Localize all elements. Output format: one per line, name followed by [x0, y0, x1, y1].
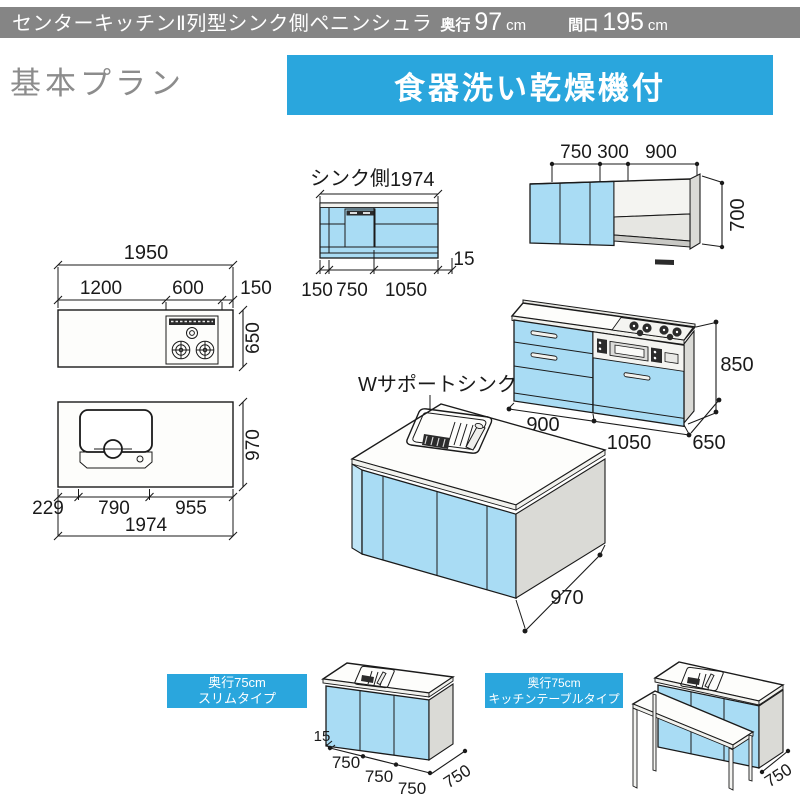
table-tag-line1: 奥行75cm [527, 675, 581, 690]
island-iso: Wサポートシンク [350, 373, 607, 634]
dim-790: 790 [98, 498, 130, 519]
dim-15: 15 [453, 249, 474, 270]
title-banner: センターキッチンⅡ列型シンク側ペニンシュラ 奥行 97 cm 間口 195 cm [0, 7, 800, 38]
dim-15-slim: 15 [314, 728, 331, 745]
depth-unit: cm [506, 17, 527, 34]
width-unit: cm [647, 17, 668, 34]
sink-callout: Wサポートシンク [358, 373, 517, 396]
dim-1050: 1050 [385, 280, 427, 301]
dim-150-right: 150 [240, 278, 272, 299]
cooktop-burners [629, 321, 682, 341]
dim-750a: 750 [332, 753, 360, 772]
table-variant-sink [680, 666, 724, 692]
sink-plan-drawing: 970 229 790 955 1974 [32, 397, 264, 541]
slim-sink [354, 665, 395, 689]
plan-heading: 基本プラン [10, 66, 185, 101]
dim-850-height: 850 [720, 354, 753, 376]
island-sink [406, 408, 493, 454]
slim-front [325, 685, 430, 761]
dim-1974-total: 1974 [125, 515, 168, 536]
base-cabinet-iso: 850 900 1050 650 [506, 299, 754, 454]
attached-table [631, 690, 755, 791]
slim-tag-line1: 奥行75cm [208, 675, 266, 690]
dim-300-wall: 300 [597, 142, 629, 163]
width-label: 間口 [568, 17, 599, 34]
dim-229: 229 [32, 498, 64, 519]
sink-side-elevation: シンク側 1974 150 750 [301, 167, 474, 301]
dim-150: 150 [301, 280, 333, 301]
depth-label: 奥行 [440, 17, 471, 34]
dim-750-depth-table: 750 [761, 760, 795, 791]
dim-1200: 1200 [80, 278, 122, 299]
dim-650-depth: 650 [243, 322, 264, 354]
wall-cabinet-drawing: 750 300 900 700 [529, 142, 749, 266]
dim-1950: 1950 [124, 242, 169, 264]
sink-side-label: シンク側 [310, 167, 390, 190]
slim-tag-line2: スリムタイプ [197, 691, 276, 706]
dim-750c: 750 [398, 779, 426, 798]
dim-650-iso: 650 [692, 432, 725, 454]
dim-750b: 750 [365, 767, 393, 786]
table-type-tag: 奥行75cm キッチンテーブルタイプ [485, 673, 623, 708]
slim-variant-iso: 15 750 750 750 750 [314, 662, 474, 798]
dim-1050-iso: 1050 [607, 432, 652, 454]
dim-700-height: 700 [727, 198, 749, 231]
dim-750-wall: 750 [560, 142, 592, 163]
table-variant-iso: 750 [631, 661, 795, 791]
slim-type-tag: 奥行75cm スリムタイプ [167, 674, 307, 708]
dim-955: 955 [175, 498, 207, 519]
dim-750-depth-slim: 750 [440, 761, 474, 792]
dim-900-wall: 900 [645, 142, 677, 163]
product-title: センターキッチンⅡ列型シンク側ペニンシュラ [12, 13, 433, 35]
cooktop-plan-drawing: 1950 1200 600 150 [53, 242, 272, 372]
depth-value: 97 [474, 8, 503, 36]
dim-970-iso: 970 [550, 587, 583, 609]
dim-750: 750 [336, 280, 368, 301]
dim-970-depth: 970 [243, 429, 264, 461]
feature-banner: 食器洗い乾燥機付 [287, 55, 773, 115]
table-tag-line2: キッチンテーブルタイプ [488, 691, 620, 706]
sink-side-total-dim: 1974 [390, 169, 435, 191]
base-cabinet-front [513, 319, 685, 428]
dim-600: 600 [172, 278, 204, 299]
width-value: 195 [602, 8, 644, 36]
